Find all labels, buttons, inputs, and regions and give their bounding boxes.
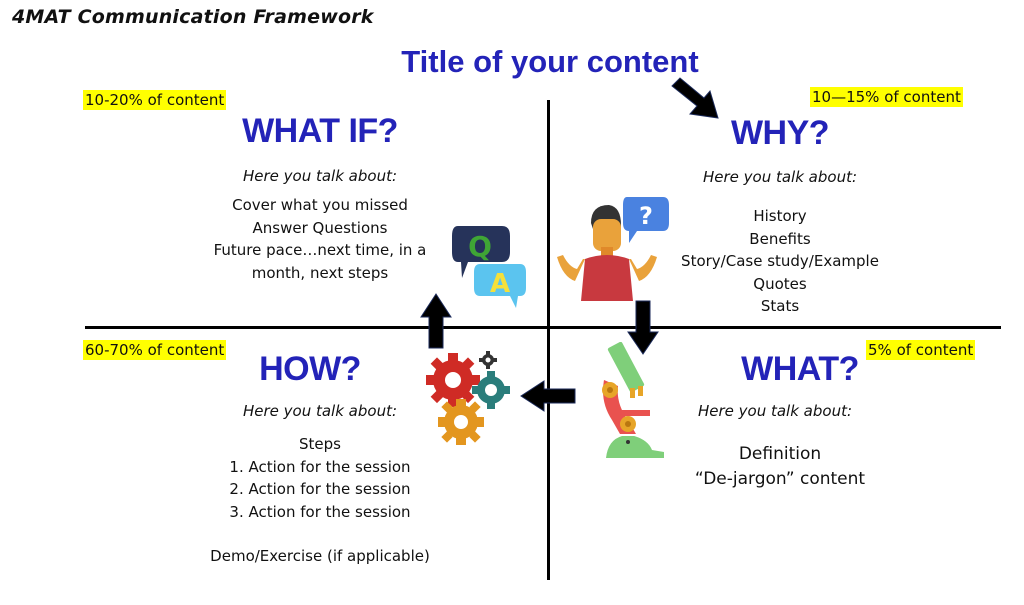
arrow-how-to-what-if-icon (420, 293, 452, 349)
list-item: Story/Case study/Example (681, 252, 879, 270)
how-percentage-badge: 60-70% of content (83, 340, 227, 360)
list-item: Answer Questions (252, 218, 388, 237)
svg-text:Q: Q (468, 230, 492, 263)
list-item: Stats (760, 297, 800, 315)
list-item: Demo/Exercise (if applicable) (210, 547, 430, 565)
what-subheading: Here you talk about: (697, 402, 853, 420)
how-heading: HOW? (259, 350, 361, 388)
why-percentage-badge: 10—15% of content (810, 87, 963, 107)
what-if-items: Cover what you missed Answer Questions F… (170, 194, 470, 284)
list-item: Quotes (753, 274, 807, 293)
list-item: month, next steps (251, 263, 389, 282)
list-item: “De-jargon” content (694, 469, 866, 489)
vertical-axis (547, 100, 550, 580)
arrow-what-to-how-icon (520, 380, 576, 412)
qa-speech-bubbles-icon: Q A (450, 222, 530, 310)
how-items: Steps 1. Action for the session 2. Actio… (180, 433, 460, 568)
how-subheading: Here you talk about: (242, 402, 398, 420)
what-items: Definition “De-jargon” content (670, 442, 890, 492)
list-item: Steps (299, 435, 341, 453)
gears-icon (425, 350, 517, 448)
what-heading: WHAT? (741, 350, 859, 388)
list-item: Definition (738, 444, 822, 464)
microscope-icon (598, 342, 668, 462)
shrugging-person-question-icon: ? (555, 195, 675, 305)
why-heading: WHY? (730, 114, 830, 152)
svg-text:?: ? (639, 202, 653, 230)
what-if-percentage-badge: 10-20% of content (83, 90, 227, 110)
list-item: 3. Action for the session (229, 502, 411, 521)
what-if-subheading: Here you talk about: (242, 167, 398, 185)
svg-text:A: A (490, 269, 510, 299)
framework-title: 4MAT Communication Framework (12, 6, 374, 28)
arrow-why-to-what-icon (627, 300, 659, 356)
why-subheading: Here you talk about: (702, 168, 858, 186)
list-item: Future pace…next time, in a (213, 241, 427, 259)
why-items: History Benefits Story/Case study/Exampl… (640, 205, 920, 318)
what-if-heading: WHAT IF? (242, 112, 398, 150)
arrow-title-to-why-icon (668, 76, 728, 124)
content-title: Title of your content (401, 44, 699, 79)
list-item: Benefits (749, 229, 811, 248)
horizontal-axis (85, 326, 1001, 329)
list-item: Cover what you missed (232, 196, 408, 214)
list-item: 2. Action for the session (229, 480, 411, 498)
list-item (180, 523, 460, 545)
list-item: History (753, 207, 807, 225)
what-percentage-badge: 5% of content (866, 340, 976, 360)
list-item: 1. Action for the session (229, 457, 411, 476)
